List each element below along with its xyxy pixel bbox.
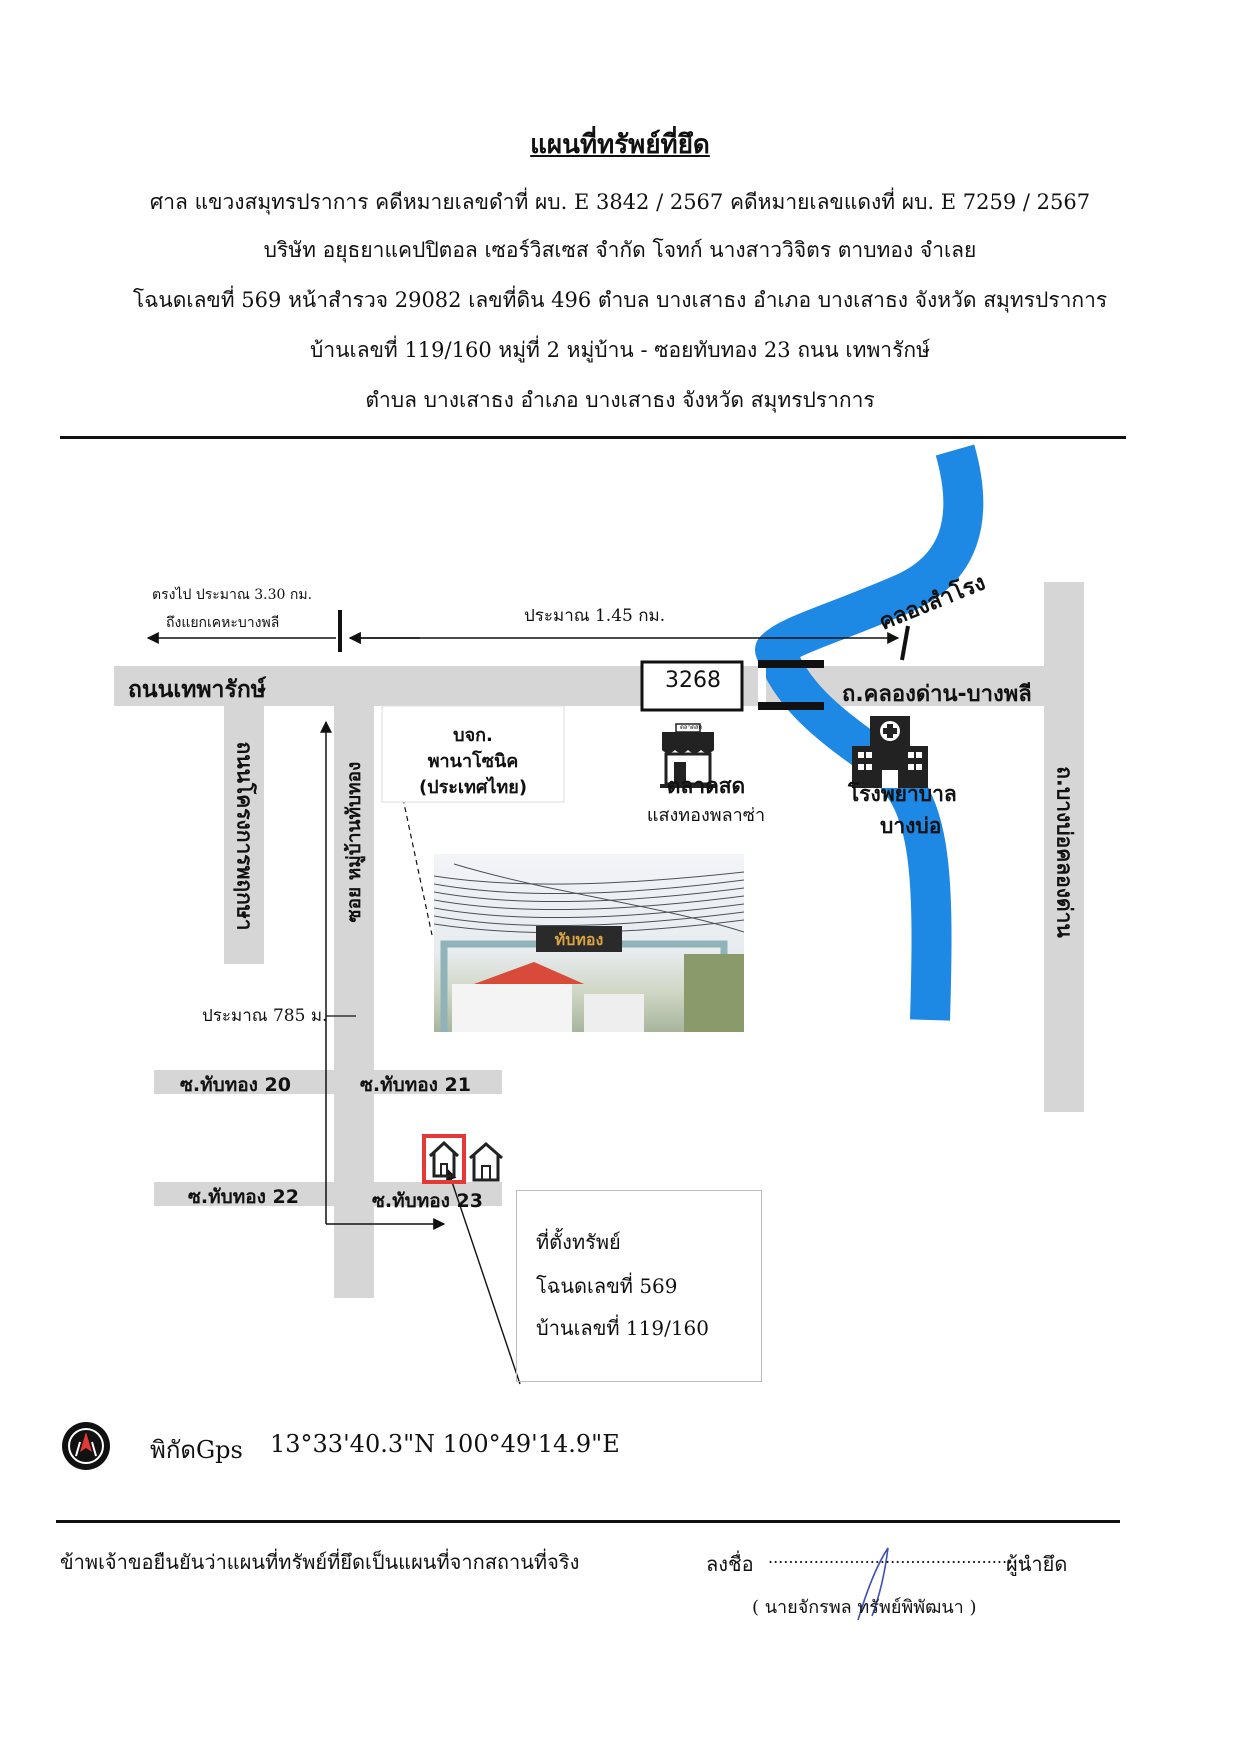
photo-drawing: ทับทอง bbox=[434, 863, 744, 1032]
company-line2: พานาโซนิค bbox=[427, 751, 519, 772]
location-label: ที่ตั้งทรัพย์ bbox=[536, 1230, 621, 1254]
address-line: บ้านเลขที่ 119/160 หมู่ที่ 2 หมู่บ้าน - … bbox=[310, 338, 930, 362]
house-icon bbox=[469, 1142, 503, 1182]
sign-suffix: ผู้นำยึด bbox=[1006, 1552, 1068, 1576]
gps-value: 13°33'40.3"N 100°49'14.9"E bbox=[270, 1430, 620, 1458]
page-title: แผนที่ทรัพย์ที่ยึด bbox=[530, 130, 710, 160]
road-theparak-label: ถนนเทพารักษ์ bbox=[128, 677, 266, 703]
market-line1: ตลาดสด bbox=[666, 774, 746, 798]
deed-label: โฉนดเลขที่ 569 bbox=[536, 1274, 678, 1298]
sign-dots: ........................................… bbox=[768, 1548, 1028, 1567]
soi-20-label: ซ.ทับทอง 20 bbox=[180, 1074, 291, 1096]
district-line: ตำบล บางเสาธง อำเภอ บางเสาธง จังหวัด สมุ… bbox=[365, 388, 875, 412]
header-divider bbox=[60, 436, 1126, 439]
road-bangbo-khlongdan bbox=[1044, 582, 1084, 1112]
soi-21-label: ซ.ทับทอง 21 bbox=[360, 1074, 471, 1096]
route-3268: 3268 bbox=[665, 668, 721, 693]
location-pointer bbox=[445, 1168, 521, 1385]
bridge-icon bbox=[758, 660, 824, 710]
hospital-line2: บางบ่อ bbox=[880, 814, 942, 838]
market-line2: แสงทองพลาซ่า bbox=[646, 805, 766, 826]
parties-line: บริษัท อยุธยาแคปปิตอล เซอร์วิสเซส จำกัด … bbox=[263, 238, 977, 262]
far-direction-line1: ตรงไป ประมาณ 3.30 กม. bbox=[152, 587, 313, 603]
signer-name: ( นายจักรพล ทรัพย์พิพัฒนา ) bbox=[752, 1597, 977, 1618]
hospital-icon bbox=[852, 716, 928, 788]
entrance-photo: ทับทอง bbox=[434, 854, 744, 1032]
company-line1: บจก. bbox=[453, 725, 493, 746]
company-line3: (ประเทศไทย) bbox=[418, 777, 528, 798]
market-sign: ตลาดสด bbox=[680, 724, 703, 731]
house-icon bbox=[422, 1134, 466, 1184]
distance-soi: ประมาณ 785 ม. bbox=[202, 1006, 328, 1026]
road-pruksa bbox=[224, 706, 264, 964]
road-bangbo-label: ถ.บางบ่อคลองด่าน bbox=[1052, 766, 1077, 938]
route-3268-box bbox=[640, 660, 744, 712]
road-theparak bbox=[114, 666, 1046, 706]
hospital-line1: โรงพยาบาล bbox=[848, 782, 957, 806]
soi-23-label: ซ.ทับทอง 23 bbox=[372, 1190, 483, 1212]
market-icon bbox=[660, 723, 716, 788]
far-direction-line2: ถึงแยกเคหะบางพลี bbox=[166, 615, 280, 631]
road-soi-20-21 bbox=[154, 1070, 502, 1094]
deed-line: โฉนดเลขที่ 569 หน้าสำรวจ 29082 เลขที่ดิน… bbox=[132, 288, 1108, 312]
gps-label: พิกัดGps bbox=[150, 1436, 243, 1464]
road-soi-22-23 bbox=[154, 1182, 502, 1206]
marker-right bbox=[900, 625, 910, 661]
company-box bbox=[381, 705, 565, 803]
case-line: ศาล แขวงสมุทรปราการ คดีหมายเลขดำที่ ผบ. … bbox=[149, 190, 1091, 214]
house-label: บ้านเลขที่ 119/160 bbox=[536, 1316, 709, 1340]
footer-divider bbox=[56, 1520, 1120, 1523]
road-soi-label: ซอย หมู่บ้านทับทอง bbox=[343, 761, 365, 923]
road-pruksa-label: ถนนโครงการพฤกษา bbox=[232, 741, 257, 931]
location-box bbox=[516, 1190, 762, 1382]
soi-22-label: ซ.ทับทอง 22 bbox=[188, 1186, 299, 1208]
statement: ข้าพเจ้าขอยืนยันว่าแผนที่ทรัพย์ที่ยึดเป็… bbox=[60, 1550, 580, 1574]
compass-icon bbox=[62, 1422, 110, 1470]
signature bbox=[857, 1547, 889, 1621]
photo-sign: ทับทอง bbox=[555, 930, 604, 949]
canal-khlong-samrong bbox=[755, 444, 984, 1021]
distance-main: ประมาณ 1.45 กม. bbox=[524, 606, 666, 626]
sign-prefix: ลงชื่อ bbox=[706, 1552, 754, 1576]
road-east-label: ถ.คลองด่าน-บางพลี bbox=[842, 682, 1032, 707]
